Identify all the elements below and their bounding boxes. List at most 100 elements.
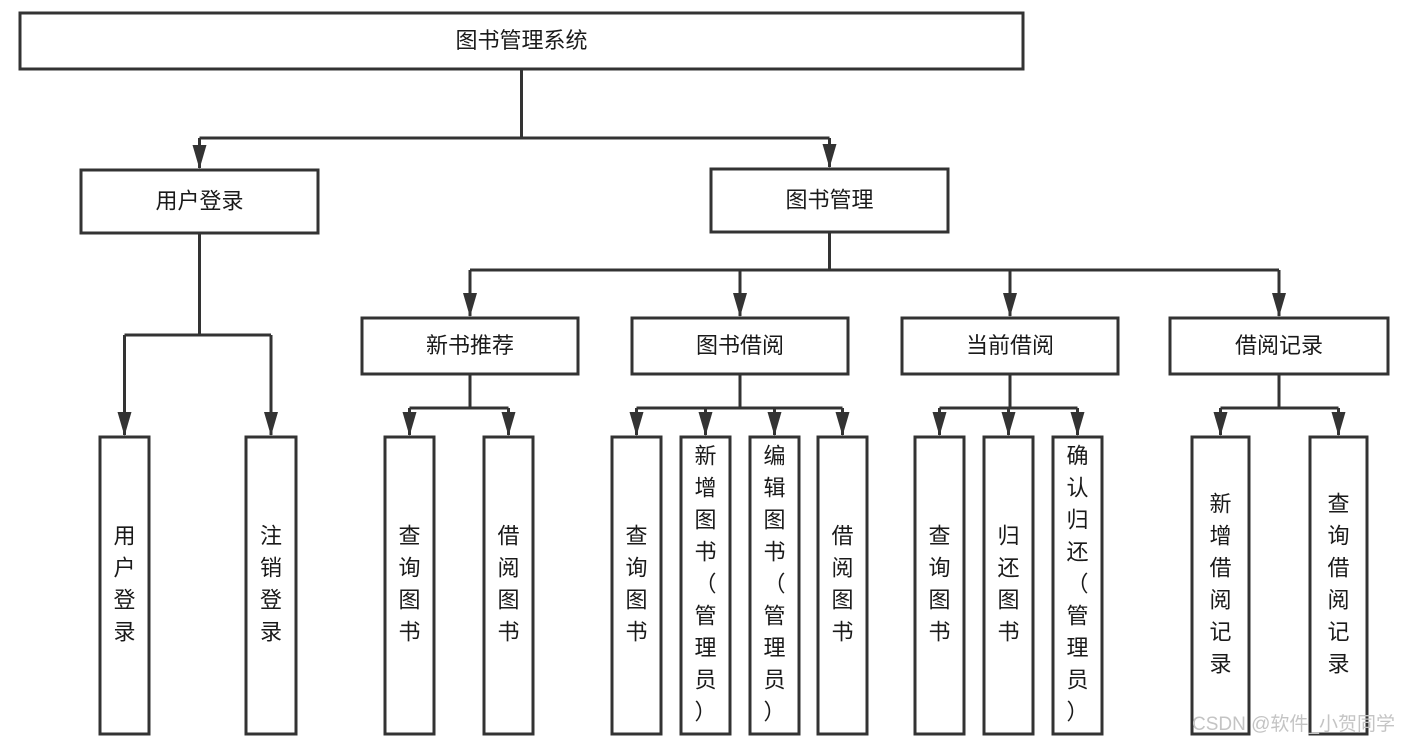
node-title-label: 图书管理系统	[455, 28, 587, 53]
svg-text:确: 确	[1066, 443, 1088, 468]
leaf-leaf-query-book-2-box[interactable]	[610, 435, 663, 736]
leaf-leaf-borrow-book-1-box[interactable]	[482, 435, 535, 736]
svg-text:图: 图	[831, 587, 853, 612]
svg-text:询: 询	[625, 555, 647, 580]
svg-text:书: 书	[625, 619, 647, 644]
svg-text:借: 借	[497, 523, 519, 548]
leaf-leaf-confirm-return-box[interactable]	[1051, 435, 1104, 736]
node-current-borrow-box[interactable]	[900, 316, 1120, 376]
svg-text:阅: 阅	[497, 555, 519, 580]
svg-text:（: （	[763, 571, 785, 596]
node-new-book-recommend-label: 新书推荐	[426, 333, 514, 358]
svg-text:（: （	[694, 571, 716, 596]
svg-text:新: 新	[1209, 491, 1231, 516]
svg-text:管: 管	[694, 603, 716, 628]
svg-text:增: 增	[694, 475, 716, 500]
leaf-leaf-add-record-box[interactable]	[1190, 435, 1251, 736]
leaf-leaf-query-book-1-box[interactable]	[383, 435, 436, 736]
node-book-management-box[interactable]	[709, 167, 950, 234]
leaf-leaf-user-login-box[interactable]	[98, 435, 151, 736]
arrow-head-icon	[192, 145, 207, 169]
svg-text:图: 图	[625, 587, 647, 612]
arrow-head-icon	[835, 412, 850, 436]
svg-text:图: 图	[694, 507, 716, 532]
node-new-book-recommend-box[interactable]	[360, 316, 580, 376]
svg-text:阅: 阅	[1327, 587, 1349, 612]
svg-text:查: 查	[1327, 491, 1349, 516]
svg-text:图: 图	[763, 507, 785, 532]
svg-text:新: 新	[694, 443, 716, 468]
arrow-head-icon	[733, 293, 747, 317]
svg-text:询: 询	[1327, 523, 1349, 548]
svg-text:阅: 阅	[1209, 587, 1231, 612]
svg-text:录: 录	[1327, 651, 1349, 676]
svg-text:借: 借	[1209, 555, 1231, 580]
node-user-login-box[interactable]	[79, 168, 320, 235]
leaf-leaf-edit-book-box[interactable]	[748, 435, 801, 736]
arrow-head-icon	[822, 144, 837, 168]
node-book-borrow-box[interactable]	[630, 316, 850, 376]
svg-text:还: 还	[1066, 539, 1088, 564]
svg-text:图: 图	[997, 587, 1019, 612]
leaf-leaf-add-book-box[interactable]	[679, 435, 732, 736]
svg-text:户: 户	[113, 555, 135, 580]
node-title-box[interactable]	[18, 11, 1025, 71]
svg-text:询: 询	[928, 555, 950, 580]
svg-text:录: 录	[113, 619, 135, 644]
svg-text:录: 录	[1209, 651, 1231, 676]
svg-text:查: 查	[625, 523, 647, 548]
svg-text:用: 用	[113, 523, 135, 548]
arrow-head-icon	[1272, 293, 1286, 317]
arrow-head-icon	[1003, 293, 1017, 317]
svg-text:阅: 阅	[831, 555, 853, 580]
arrow-head-icon	[117, 412, 132, 436]
leaf-leaf-user-login-label: 用户登录	[113, 523, 135, 644]
svg-text:书: 书	[928, 619, 950, 644]
connector-lines	[117, 69, 1346, 436]
svg-text:查: 查	[928, 523, 950, 548]
leaf-leaf-query-book-3-box[interactable]	[913, 435, 966, 736]
svg-text:登: 登	[113, 587, 135, 612]
node-boxes: 图书管理系统用户登录图书管理新书推荐图书借阅当前借阅借阅记录用户登录注销登录查询…	[18, 11, 1390, 736]
svg-text:管: 管	[763, 603, 785, 628]
svg-text:查: 查	[398, 523, 420, 548]
leaf-leaf-query-record-box[interactable]	[1308, 435, 1369, 736]
svg-text:书: 书	[694, 539, 716, 564]
arrow-head-icon	[402, 412, 417, 436]
arrow-head-icon	[1213, 412, 1228, 436]
leaf-leaf-return-book-box[interactable]	[982, 435, 1035, 736]
svg-text:编: 编	[763, 443, 785, 468]
svg-text:图: 图	[928, 587, 950, 612]
arrow-head-icon	[767, 412, 782, 436]
watermark-label: CSDN @软件_小贺同学	[1192, 713, 1395, 735]
leaf-leaf-logout-box[interactable]	[244, 435, 298, 736]
svg-text:录: 录	[260, 619, 282, 644]
node-current-borrow-label: 当前借阅	[966, 333, 1054, 358]
svg-text:借: 借	[1327, 555, 1349, 580]
svg-text:还: 还	[997, 555, 1019, 580]
svg-text:理: 理	[763, 635, 785, 660]
svg-text:书: 书	[763, 539, 785, 564]
leaf-leaf-borrow-book-2-box[interactable]	[816, 435, 869, 736]
svg-text:登: 登	[260, 587, 282, 612]
node-borrow-record-box[interactable]	[1168, 316, 1390, 376]
svg-text:销: 销	[260, 555, 282, 580]
node-user-login-label: 用户登录	[155, 188, 243, 213]
node-borrow-record-label: 借阅记录	[1235, 333, 1323, 358]
svg-text:书: 书	[497, 619, 519, 644]
svg-text:员: 员	[763, 667, 785, 692]
svg-text:理: 理	[1066, 635, 1088, 660]
arrow-head-icon	[1001, 412, 1016, 436]
svg-text:）: ）	[694, 699, 716, 724]
svg-text:）: ）	[763, 699, 785, 724]
svg-text:增: 增	[1209, 523, 1231, 548]
